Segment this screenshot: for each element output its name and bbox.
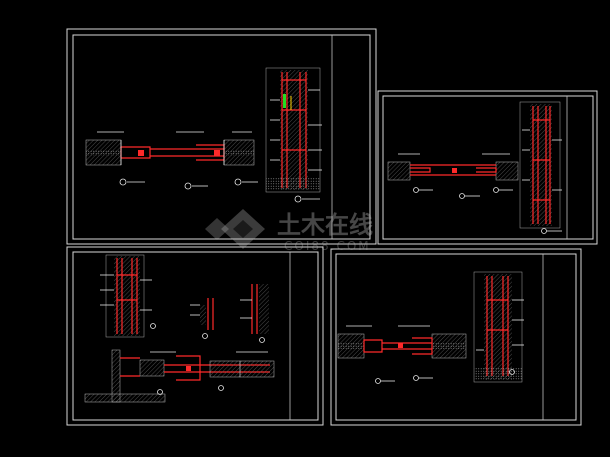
sheet-4-plan-section bbox=[337, 325, 467, 384]
sheet-1 bbox=[66, 28, 377, 245]
watermark-title: 土木在线 bbox=[277, 211, 373, 239]
sheet-1-vertical-section bbox=[265, 67, 322, 203]
sheet-3-small-detail-a bbox=[190, 298, 214, 339]
sheet-2-vertical-section bbox=[519, 101, 562, 234]
sheet-4-vertical-section bbox=[473, 271, 524, 383]
sheet-3 bbox=[66, 246, 324, 426]
watermark: 土木在线 COI88.COM bbox=[205, 209, 373, 253]
sheet-3-plan-section-corner bbox=[84, 349, 275, 403]
sheet-3-vertical-section bbox=[100, 254, 156, 338]
sheet-4 bbox=[330, 248, 582, 426]
sheet-1-plan-section bbox=[85, 131, 258, 190]
sheet-2 bbox=[377, 90, 598, 245]
watermark-subtitle: COI88.COM bbox=[284, 239, 371, 253]
sheet-2-plan-section bbox=[387, 153, 519, 199]
diamond-logo-icon bbox=[205, 209, 265, 249]
sheet-3-small-detail-b bbox=[240, 284, 269, 343]
